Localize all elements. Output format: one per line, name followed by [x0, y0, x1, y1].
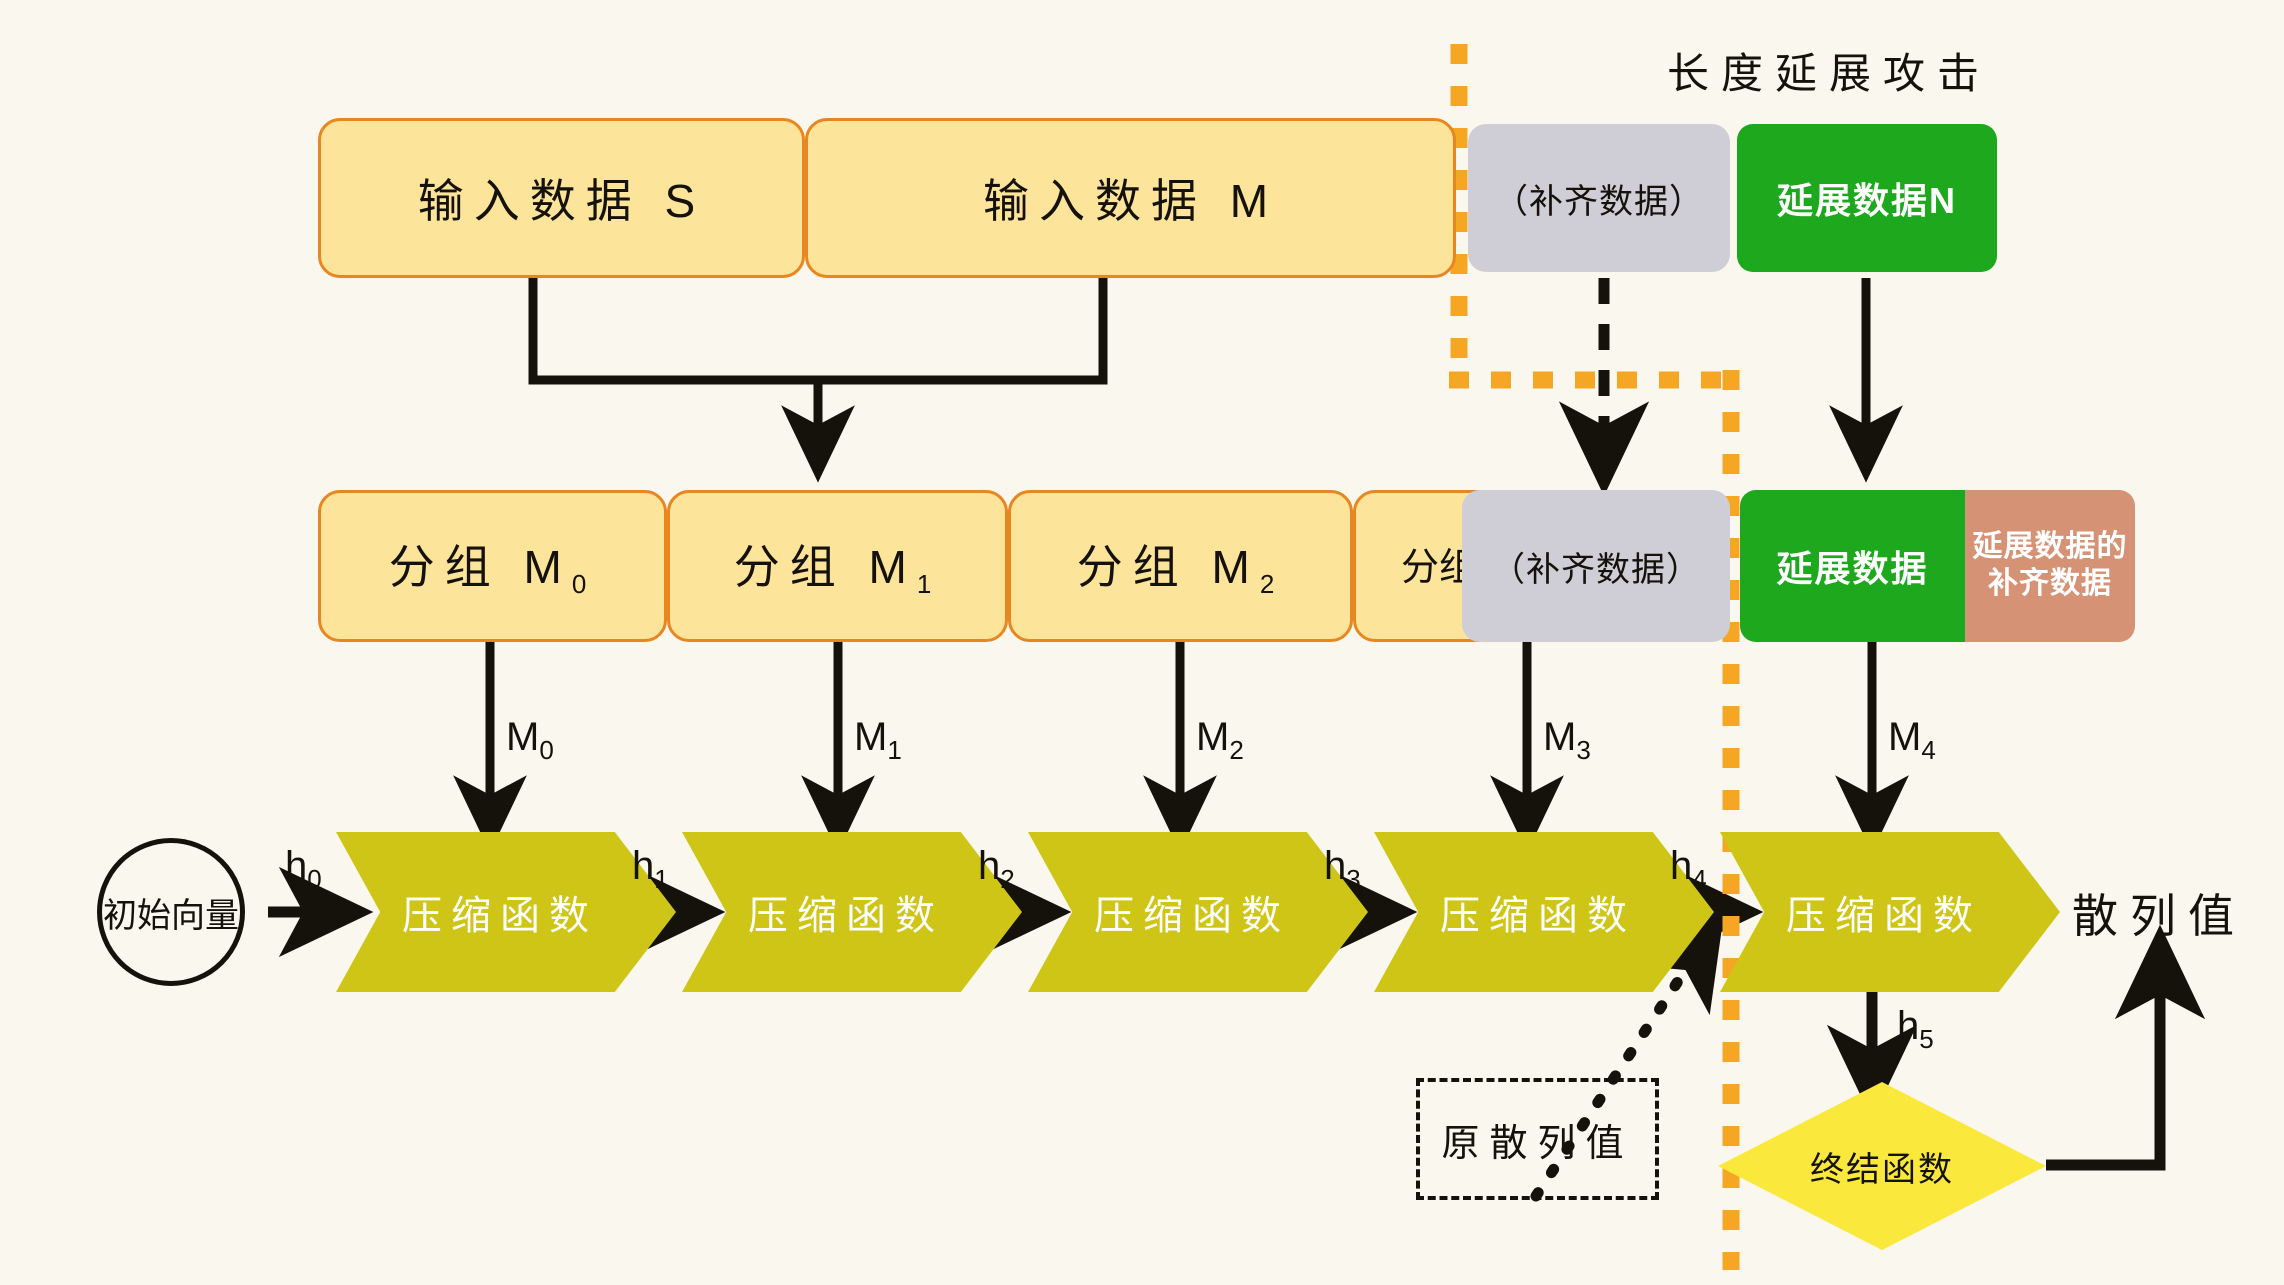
- block-m1-label: 分组 M: [733, 541, 917, 594]
- input-padding-label: （补齐数据）: [1494, 182, 1704, 221]
- block-arrow-label-m1: M1: [854, 715, 902, 765]
- compress-function-5: 压缩函数: [1720, 832, 2060, 992]
- state-label-h0: h0: [285, 844, 322, 894]
- input-padding-box: （补齐数据）: [1468, 124, 1730, 272]
- block-padding-label: （补齐数据）: [1491, 550, 1701, 589]
- block-extension-label: 延展数据: [1776, 548, 1929, 589]
- input-merge-bracket: [528, 272, 1108, 483]
- block-arrow-label-m4: M4: [1888, 715, 1936, 765]
- attack-boundary-line: [1449, 44, 1740, 1270]
- compress-function-2: 压缩函数: [682, 832, 1022, 992]
- block-m0-box: 分组 M0: [318, 490, 667, 642]
- block-extension-padding-line2: 补齐数据: [1988, 567, 2112, 600]
- compress-function-3-label: 压缩函数: [1094, 894, 1290, 938]
- finalisation-function-label: 终结函数: [1810, 1150, 1954, 1189]
- diagram-title: 长度延展攻击: [1667, 50, 1992, 97]
- input-data-s-box: 输入数据 S: [318, 118, 805, 278]
- state-label-h1: h1: [632, 844, 669, 894]
- block-m0-subscript: 0: [571, 569, 597, 600]
- extension-data-n-label: 延展数据N: [1777, 180, 1957, 221]
- compress-function-1: 压缩函数: [336, 832, 676, 992]
- block-m2-box: 分组 M2: [1008, 490, 1353, 642]
- block-extension-box: 延展数据: [1740, 490, 1965, 642]
- compress-function-5-label: 压缩函数: [1786, 894, 1982, 938]
- block-arrow-label-m0: M0: [506, 715, 554, 765]
- block-m1-subscript: 1: [916, 569, 942, 600]
- block-drop-arrows: [453, 642, 1909, 853]
- original-hash-label: 原散列值: [1441, 1122, 1634, 1165]
- block-padding-box: （补齐数据）: [1462, 490, 1730, 642]
- initial-vector-label: 初始向量: [103, 896, 239, 935]
- initial-vector-circle: 初始向量: [97, 838, 245, 986]
- compress-function-4-label: 压缩函数: [1440, 894, 1636, 938]
- extension-data-n-box: 延展数据N: [1737, 124, 1997, 272]
- compress-function-4: 压缩函数: [1374, 832, 1714, 992]
- block-m1-box: 分组 M1: [667, 490, 1008, 642]
- block-m2-label: 分组 M: [1076, 541, 1260, 594]
- compress-function-1-label: 压缩函数: [402, 894, 598, 938]
- original-hash-box: 原散列值: [1416, 1078, 1659, 1200]
- block-arrow-label-m2: M2: [1196, 715, 1244, 765]
- compress-function-2-label: 压缩函数: [748, 894, 944, 938]
- hash-output-label: 散列值: [2072, 890, 2246, 942]
- block-arrow-label-m3: M3: [1543, 715, 1591, 765]
- block-m2-subscript: 2: [1259, 569, 1285, 600]
- original-hash-pointer: [1530, 911, 1725, 1202]
- block-extension-padding-box: 延展数据的 补齐数据: [1965, 490, 2135, 642]
- hash-output-arrow: [2046, 924, 2206, 1171]
- compress-function-3: 压缩函数: [1028, 832, 1368, 992]
- block-m0-label: 分组 M: [388, 541, 572, 594]
- block-extension-padding-line1: 延展数据的: [1972, 530, 2128, 564]
- state-label-h2: h2: [978, 844, 1015, 894]
- input-data-s-label: 输入数据 S: [417, 175, 706, 227]
- state-label-h3: h3: [1324, 844, 1361, 894]
- input-data-m-label: 输入数据 M: [982, 175, 1279, 227]
- state-label-h5: h5: [1897, 1004, 1934, 1054]
- state-label-h4: h4: [1670, 844, 1707, 894]
- input-data-m-box: 输入数据 M: [805, 118, 1456, 278]
